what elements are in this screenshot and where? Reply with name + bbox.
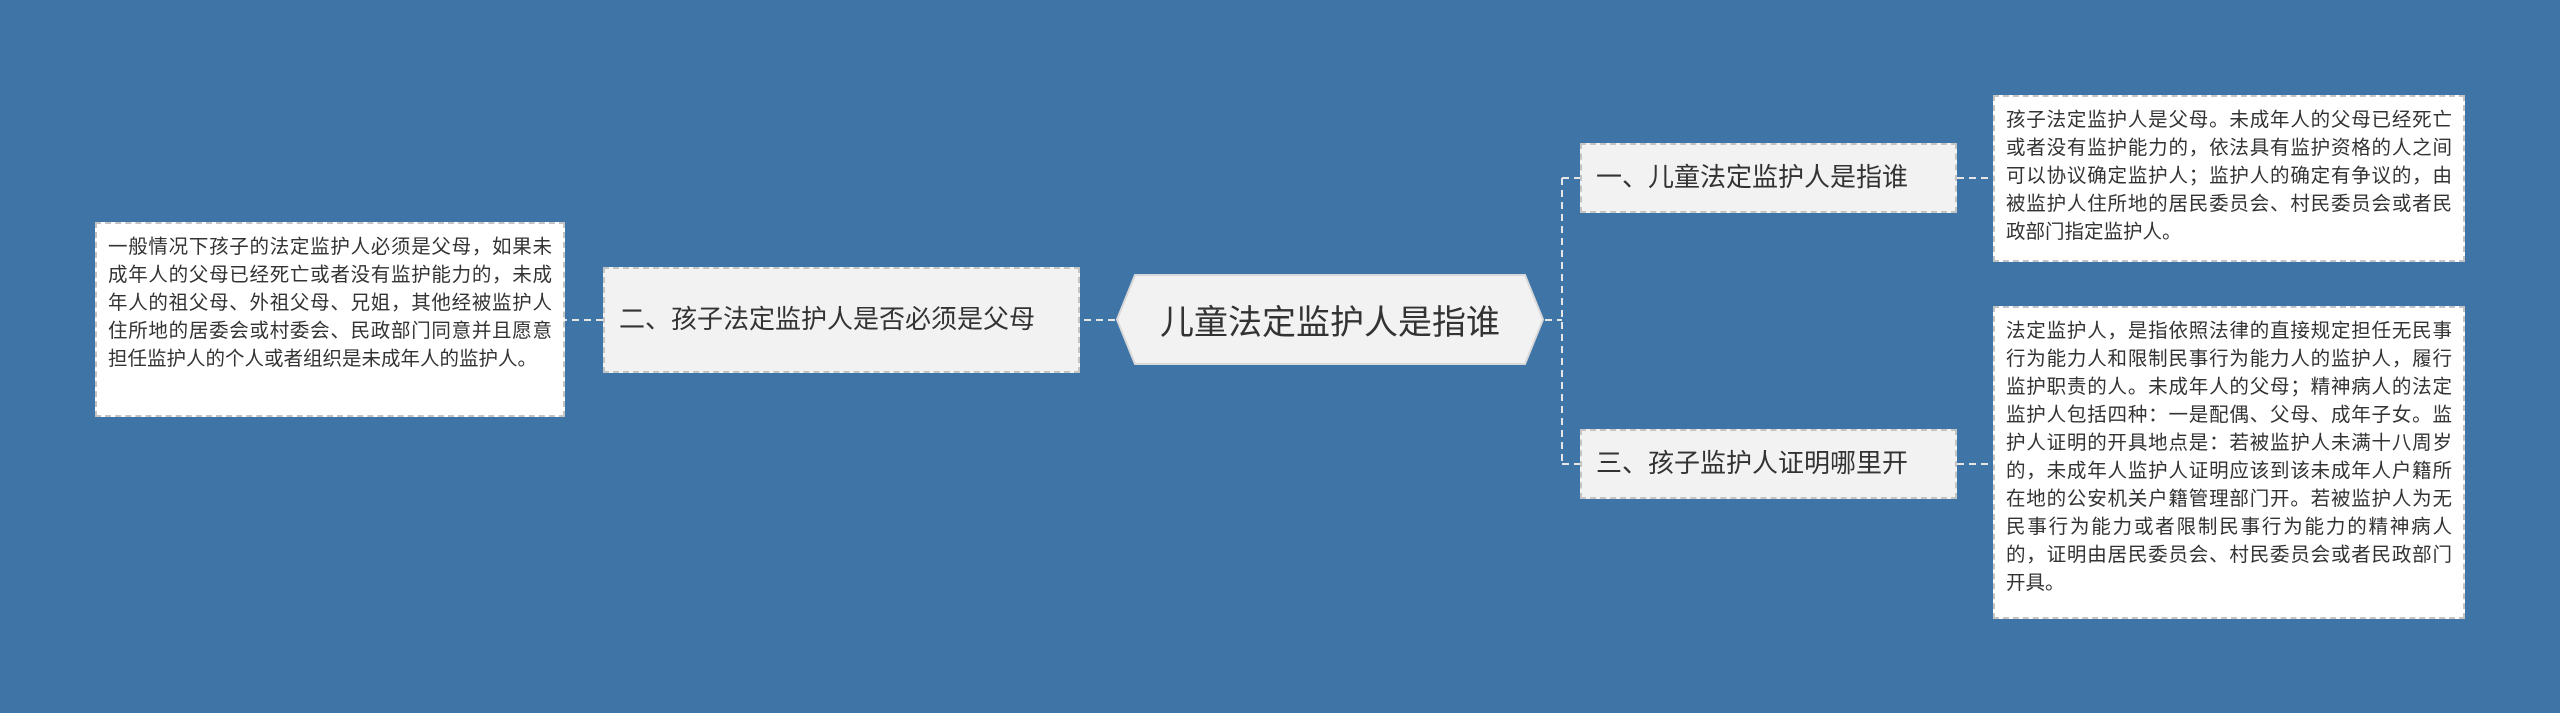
branch-1-label: 一、儿童法定监护人是指谁 [1596, 163, 1909, 193]
branch-3-label: 三、孩子监护人证明哪里开 [1596, 449, 1909, 479]
branch-2-node[interactable]: 二、孩子法定监护人是否必须是父母 [603, 267, 1080, 373]
branch-1-detail[interactable]: 孩子法定监护人是父母。未成年人的父母已经死亡或者没有监护能力的，依法具有监护资格… [1993, 95, 2465, 262]
branch-3-detail[interactable]: 法定监护人，是指依照法律的直接规定担任无民事行为能力人和限制民事行为能力人的监护… [1993, 306, 2465, 619]
branch-1-node[interactable]: 一、儿童法定监护人是指谁 [1580, 143, 1957, 213]
branch-1-detail-text: 孩子法定监护人是父母。未成年人的父母已经死亡或者没有监护能力的，依法具有监护资格… [2006, 108, 2452, 243]
central-topic-label: 儿童法定监护人是指谁 [1160, 303, 1500, 343]
central-topic-shape [1115, 274, 1545, 365]
branch-2-label: 二、孩子法定监护人是否必须是父母 [619, 305, 1036, 335]
branch-3-node[interactable]: 三、孩子监护人证明哪里开 [1580, 429, 1957, 499]
branch-2-detail-text: 一般情况下孩子的法定监护人必须是父母，如果未成年人的父母已经死亡或者没有监护能力… [108, 235, 552, 370]
central-topic[interactable]: 儿童法定监护人是指谁 [1115, 273, 1545, 366]
branch-2-detail[interactable]: 一般情况下孩子的法定监护人必须是父母，如果未成年人的父母已经死亡或者没有监护能力… [95, 222, 565, 417]
branch-3-detail-text: 法定监护人，是指依照法律的直接规定担任无民事行为能力人和限制民事行为能力人的监护… [2006, 319, 2452, 594]
